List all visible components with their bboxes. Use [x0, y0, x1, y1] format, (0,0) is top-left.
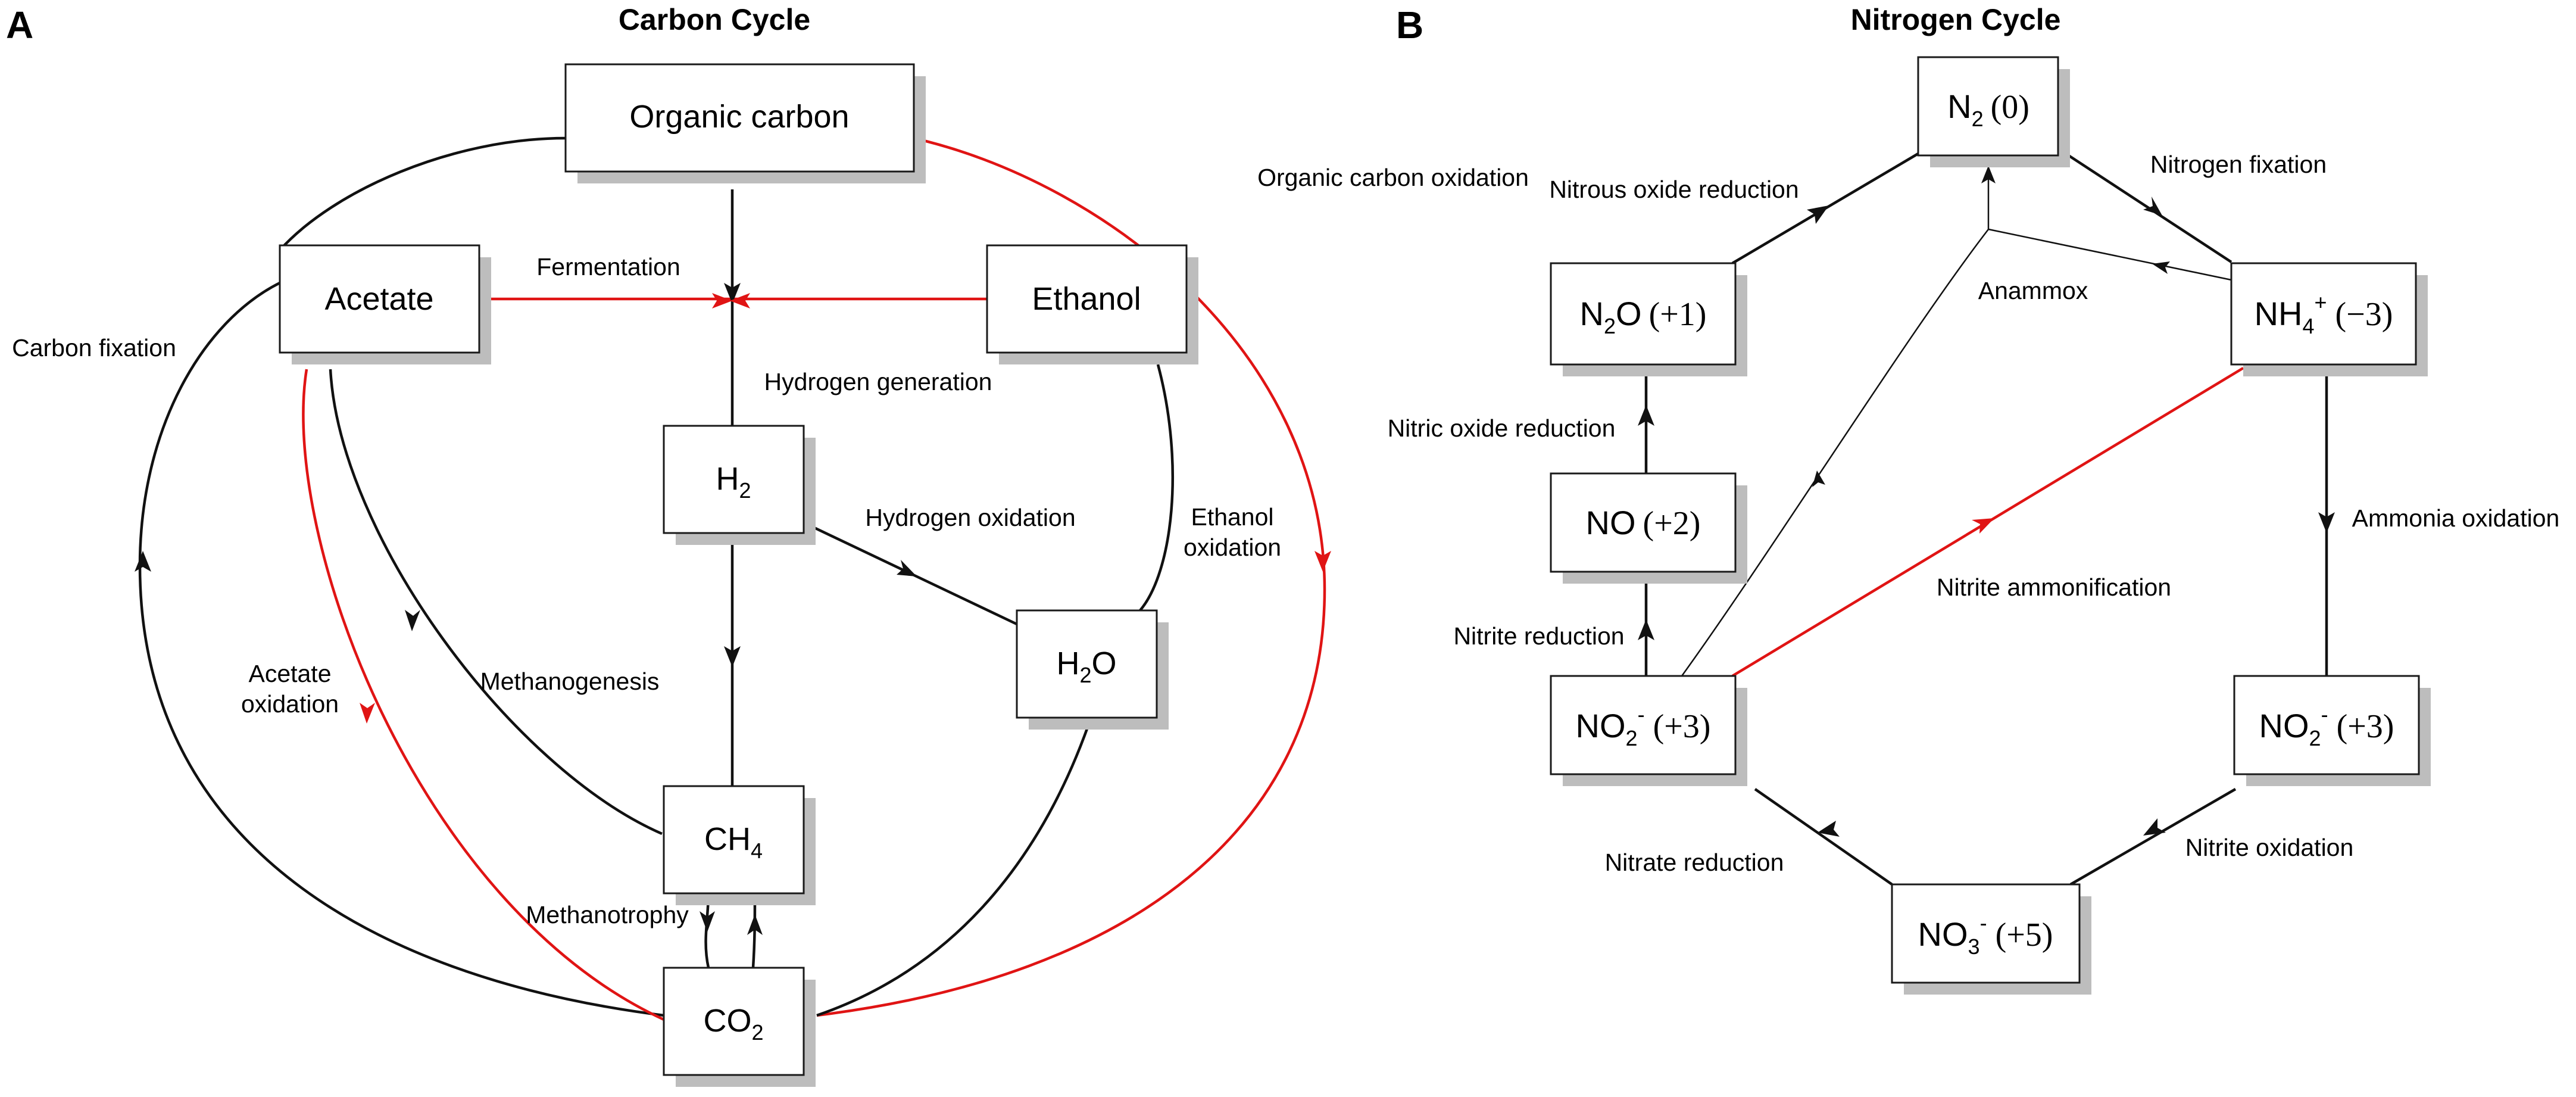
arrow-anammox-from-nitrite — [1812, 470, 1825, 487]
arrow-ch4-to-co2 — [700, 911, 715, 932]
node-nh4: NH4+(−3) — [2230, 262, 2428, 376]
label-acetate-oxidation-line1: Acetate — [248, 660, 331, 687]
panel-letter-a: A — [6, 4, 33, 46]
label-ammonia-oxidation: Ammonia oxidation — [2352, 504, 2560, 532]
panel-b: B Nitrogen Cycle — [1388, 3, 2560, 995]
label-organic-carbon-oxidation: Organic carbon oxidation — [1257, 164, 1529, 191]
acetate-label: Acetate — [324, 281, 433, 317]
arrow-acetate-oxidation — [360, 703, 375, 724]
panel-a: A Carbon Cycle — [6, 3, 1529, 1087]
ch4-label: CH4 — [704, 821, 763, 863]
label-nitrite-ammonification: Nitrite ammonification — [1937, 574, 2171, 601]
label-hydrogen-oxidation: Hydrogen oxidation — [865, 504, 1075, 531]
label-nitrite-oxidation: Nitrite oxidation — [2185, 834, 2354, 861]
h2o-label: H2O — [1056, 646, 1116, 687]
label-anammox: Anammox — [1978, 277, 2088, 304]
arrow-nitrite-reduction — [1638, 619, 1654, 640]
arrow-nitrate-reduction — [1818, 821, 1840, 837]
no3-label: NO3-(+5) — [1918, 911, 2053, 959]
organic-carbon-label: Organic carbon — [629, 99, 849, 135]
arrow-nitrite-oxidation — [2143, 818, 2166, 836]
node-h2: H2 — [663, 425, 816, 545]
node-no2-left: NO2-(+3) — [1550, 675, 1747, 786]
panel-title-b: Nitrogen Cycle — [1851, 3, 2061, 36]
node-no: NO(+2) — [1550, 472, 1747, 584]
node-acetate: Acetate — [279, 244, 491, 364]
arrow-anammox-to-n2 — [1981, 166, 1996, 183]
carbon-arrowheads — [135, 283, 1331, 935]
label-nitrogen-fixation: Nitrogen fixation — [2150, 151, 2327, 178]
label-methanogenesis: Methanogenesis — [480, 668, 660, 695]
node-no3: NO3-(+5) — [1891, 883, 2091, 995]
nitrogen-arrowheads — [1638, 166, 2335, 837]
n2o-label: N2O(+1) — [1580, 295, 1707, 338]
node-co2: CO2 — [663, 967, 816, 1087]
node-no2-right: NO2-(+3) — [2233, 675, 2431, 786]
arrow-organic-carbon-oxidation — [1314, 551, 1331, 572]
label-hydrogen-generation: Hydrogen generation — [764, 368, 992, 395]
arrow-nitric-oxide-reduction — [1638, 405, 1654, 426]
edge-nitrate-reduction — [1754, 788, 1893, 886]
arrow-to-junction-down — [724, 283, 741, 304]
edge-anammox-from-nitrite — [1681, 229, 1989, 677]
edge-organic-carbon-oxidation — [816, 136, 1326, 1017]
label-ethanol-oxidation-line1: Ethanol — [1191, 503, 1273, 531]
edge-h2o-to-co2 — [816, 713, 1094, 1017]
label-ethanol-oxidation-line2: oxidation — [1184, 534, 1281, 561]
n2-label: N2(0) — [1947, 88, 2029, 131]
no-label: NO(+2) — [1586, 504, 1701, 542]
edge-anammox-from-ammonium — [1988, 228, 2232, 281]
no2-right-label: NO2-(+3) — [2259, 702, 2394, 750]
label-fermentation: Fermentation — [536, 253, 680, 281]
label-nitrous-oxide-reduction: Nitrous oxide reduction — [1549, 176, 1798, 203]
carbon-labels: Organic carbon oxidation Fermentation Ca… — [12, 164, 1529, 928]
co2-label: CO2 — [703, 1003, 763, 1045]
h2-label: H2 — [716, 461, 751, 503]
arrow-nitrous-oxide-reduction — [1807, 205, 1829, 224]
arrow-ammonia-oxidation — [2318, 512, 2335, 533]
label-carbon-fixation: Carbon fixation — [12, 334, 176, 361]
label-acetate-oxidation-line2: oxidation — [241, 690, 339, 718]
label-nitrate-reduction: Nitrate reduction — [1605, 849, 1784, 876]
arrow-carbon-fixation — [135, 551, 151, 572]
nitrogen-labels: Nitrous oxide reduction Nitrogen fixatio… — [1388, 151, 2560, 876]
label-methanotrophy: Methanotrophy — [526, 901, 689, 928]
edge-carbon-fixation — [138, 281, 664, 1017]
arrow-anammox-from-ammonium — [2152, 261, 2170, 274]
node-h2o: H2O — [1016, 609, 1169, 730]
edge-nitrite-oxidation — [2069, 788, 2237, 886]
node-n2o: N2O(+1) — [1550, 262, 1747, 376]
panel-title-a: Carbon Cycle — [619, 3, 810, 36]
node-ch4: CH4 — [663, 785, 816, 905]
arrow-h2-to-ch4 — [724, 646, 741, 667]
arrow-hydrogen-oxidation — [897, 560, 917, 576]
node-n2: N2(0) — [1917, 56, 2070, 167]
edge-acetate-oxidation — [302, 369, 664, 1021]
edge-methanogenesis — [329, 369, 663, 836]
ethanol-label: Ethanol — [1032, 281, 1141, 317]
edge-organic-to-acetate — [279, 136, 566, 251]
arrow-co2-to-ch4 — [747, 914, 763, 935]
node-organic-carbon: Organic carbon — [564, 63, 926, 183]
no2-left-label: NO2-(+3) — [1576, 702, 1711, 750]
node-ethanol: Ethanol — [986, 244, 1198, 364]
label-nitric-oxide-reduction: Nitric oxide reduction — [1388, 415, 1616, 442]
arrow-nitrite-ammonification — [1972, 518, 1994, 534]
arrow-fermentation-right — [712, 293, 732, 308]
nh4-label: NH4+(−3) — [2255, 290, 2393, 338]
arrow-fermentation-left — [730, 293, 750, 308]
label-nitrite-reduction: Nitrite reduction — [1453, 622, 1624, 650]
edge-ethanol-oxidation — [1139, 364, 1175, 612]
arrow-methanogenesis — [405, 610, 420, 631]
panel-letter-b: B — [1396, 4, 1423, 46]
arrow-nitrogen-fixation — [2143, 197, 2162, 216]
